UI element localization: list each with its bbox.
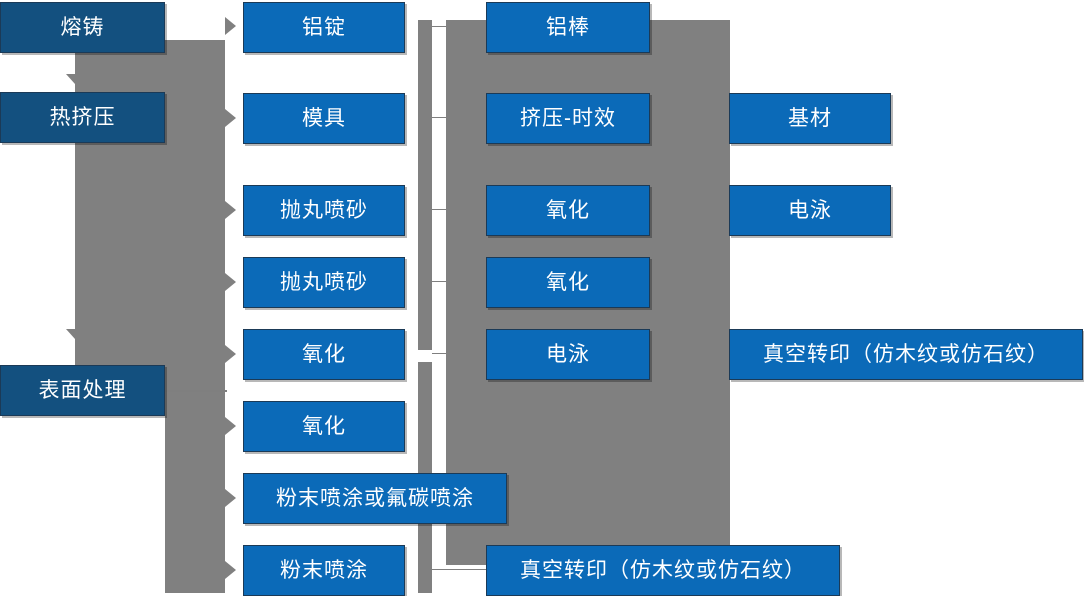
output-box-0[interactable]: 基材 (729, 93, 891, 144)
input-box-4[interactable]: 氧化 (243, 329, 405, 380)
mid-bar-upper (418, 20, 432, 350)
trunk-arrow-right-6 (225, 417, 236, 435)
trunk-main-upper (75, 40, 225, 366)
mid-stub-6 (432, 569, 486, 570)
input-box-1[interactable]: 模具 (243, 93, 405, 144)
output-label-1: 电泳 (788, 199, 832, 222)
band-arrow-out-3 (700, 345, 732, 363)
trunk-arrow-right-7 (225, 489, 236, 507)
input-label-1: 模具 (302, 107, 346, 130)
process-label-5: 真空转印（仿木纹或仿石纹） (520, 559, 806, 582)
stage-box-0[interactable]: 熔铸 (0, 2, 165, 53)
input-label-6: 粉末喷涂或氟碳喷涂 (276, 487, 474, 510)
stage-label-2: 表面处理 (38, 379, 127, 402)
trunk-arrow-right-8 (225, 561, 236, 579)
stage-box-2[interactable]: 表面处理 (0, 365, 165, 416)
process-box-0[interactable]: 铝棒 (486, 2, 650, 53)
stage-label-0: 熔铸 (60, 16, 105, 39)
input-label-3: 抛丸喷砂 (280, 271, 368, 294)
output-box-1[interactable]: 电泳 (729, 185, 891, 236)
process-box-5[interactable]: 真空转印（仿木纹或仿石纹） (486, 545, 840, 596)
trunk-arrow-right-2 (225, 109, 236, 127)
process-box-3[interactable]: 氧化 (486, 257, 650, 308)
input-label-7: 粉末喷涂 (280, 559, 368, 582)
input-label-4: 氧化 (302, 343, 346, 366)
stage-box-1[interactable]: 热挤压 (0, 92, 165, 143)
input-label-0: 铝锭 (302, 16, 346, 39)
process-label-0: 铝棒 (546, 16, 590, 39)
process-label-1: 挤压-时效 (520, 107, 616, 130)
input-box-3[interactable]: 抛丸喷砂 (243, 257, 405, 308)
input-box-2[interactable]: 抛丸喷砂 (243, 185, 405, 236)
stage-stub-surface (165, 390, 227, 392)
process-label-4: 电泳 (546, 343, 590, 366)
output-box-2[interactable]: 真空转印（仿木纹或仿石纹） (729, 329, 1083, 380)
trunk-arrow-down-2 (66, 329, 84, 339)
input-box-6[interactable]: 粉末喷涂或氟碳喷涂 (243, 473, 507, 524)
process-box-2[interactable]: 氧化 (486, 185, 650, 236)
process-box-1[interactable]: 挤压-时效 (486, 93, 650, 144)
output-label-2: 真空转印（仿木纹或仿石纹） (763, 343, 1049, 366)
trunk-arrow-right-1 (225, 17, 236, 35)
process-label-2: 氧化 (546, 199, 590, 222)
input-box-5[interactable]: 氧化 (243, 401, 405, 452)
trunk-lower (165, 366, 225, 593)
input-box-7[interactable]: 粉末喷涂 (243, 545, 405, 596)
input-box-0[interactable]: 铝锭 (243, 2, 405, 53)
input-label-2: 抛丸喷砂 (280, 199, 368, 222)
band-arrow-out-1 (700, 109, 732, 127)
band-arrow-out-2 (700, 201, 732, 219)
stage-label-1: 热挤压 (49, 106, 116, 129)
input-label-5: 氧化 (302, 415, 346, 438)
trunk-arrow-right-3 (225, 201, 236, 219)
trunk-arrow-down-1 (66, 74, 84, 84)
process-box-4[interactable]: 电泳 (486, 329, 650, 380)
trunk-arrow-right-4 (225, 273, 236, 291)
output-label-0: 基材 (788, 107, 832, 130)
trunk-arrow-right-5 (225, 345, 236, 363)
process-label-3: 氧化 (546, 271, 590, 294)
